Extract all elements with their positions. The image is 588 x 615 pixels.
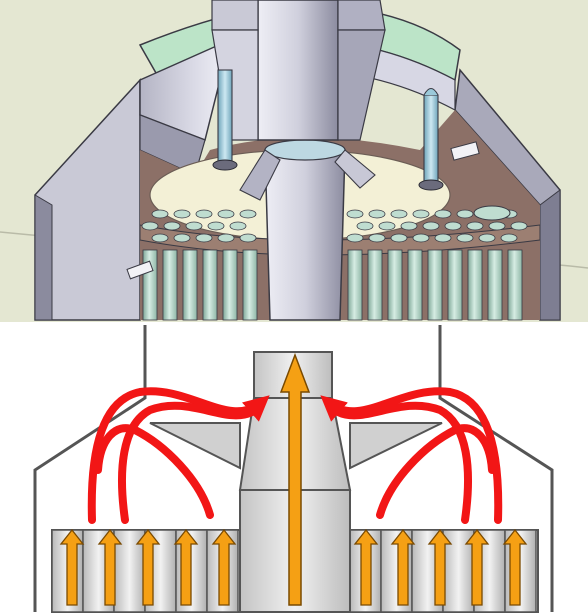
cad-tube (162, 249, 178, 321)
tube-hole (346, 233, 364, 243)
upflow-arrow (427, 528, 453, 606)
cad-tube (142, 249, 158, 321)
tube-hole (151, 209, 169, 219)
cad-tube-bank (142, 249, 523, 321)
cad-tube (487, 249, 503, 321)
cad-tube (507, 249, 523, 321)
tube-hole (510, 221, 528, 231)
tube-hole (466, 221, 484, 231)
tube-hole (195, 233, 213, 243)
vessel-outline-right (438, 325, 554, 612)
control-rod-right (423, 94, 439, 184)
tube-hole (390, 209, 408, 219)
tube-hole (456, 233, 474, 243)
deflector-left (149, 422, 241, 470)
upflow-arrow (59, 528, 85, 606)
cad-tube (222, 249, 238, 321)
tube-hole (173, 209, 191, 219)
upflow-arrow (353, 528, 379, 606)
tube-hole (456, 209, 474, 219)
tube-hole (500, 233, 518, 243)
upflow-arrow (135, 528, 161, 606)
tube-hole (207, 221, 225, 231)
vessel-outline-left (33, 325, 147, 612)
flow-schematic-panel (0, 322, 588, 615)
return-flow-arcs (87, 387, 503, 524)
cad-tube (202, 249, 218, 321)
tube-hole (195, 209, 213, 219)
central-column (264, 149, 346, 321)
tube-hole (400, 221, 418, 231)
upflow-arrow (211, 528, 237, 606)
upflow-arrow (173, 528, 199, 606)
cad-tube (467, 249, 483, 321)
tube-hole (185, 221, 203, 231)
tube-hole (422, 221, 440, 231)
cad-tube (427, 249, 443, 321)
tube-hole (173, 233, 191, 243)
cad-tube (347, 249, 363, 321)
tube-hole (217, 209, 235, 219)
tube-hole (163, 221, 181, 231)
tube-hole (412, 233, 430, 243)
tube-hole (368, 209, 386, 219)
tube-hole (239, 209, 257, 219)
upflow-arrow (390, 528, 416, 606)
tube-hole (478, 233, 496, 243)
tube-hole (368, 233, 386, 243)
upflow-arrow (97, 528, 123, 606)
return-arc (320, 387, 503, 524)
tube-hole (434, 233, 452, 243)
tube-hole (239, 233, 257, 243)
cad-tube (447, 249, 463, 321)
tube-hole (412, 209, 430, 219)
cad-tube (387, 249, 403, 321)
upper-shaft (257, 0, 339, 141)
cad-tube (367, 249, 383, 321)
tube-hole (229, 221, 247, 231)
cad-tube (242, 249, 258, 321)
cad-cutaway-panel (0, 0, 588, 322)
tube-hole (444, 221, 462, 231)
tube-hole (356, 221, 374, 231)
return-arc (94, 424, 214, 519)
tube-hole (151, 233, 169, 243)
tube-hole (217, 233, 235, 243)
tube-hole (346, 209, 364, 219)
cad-tube (182, 249, 198, 321)
upflow-arrows (59, 528, 528, 606)
deflector-right (349, 422, 443, 470)
tube-hole (488, 221, 506, 231)
return-arc (334, 401, 472, 524)
return-arc (118, 401, 256, 524)
tube-hole (378, 221, 396, 231)
tube-hole (434, 209, 452, 219)
return-arc (376, 424, 496, 519)
cad-tube (407, 249, 423, 321)
central-upflow-arrow (279, 352, 311, 606)
return-arc (87, 387, 270, 524)
tube-hole (390, 233, 408, 243)
upflow-arrow (502, 528, 528, 606)
upflow-arrow (464, 528, 490, 606)
tube-hole (141, 221, 159, 231)
control-rod-left (217, 69, 233, 166)
